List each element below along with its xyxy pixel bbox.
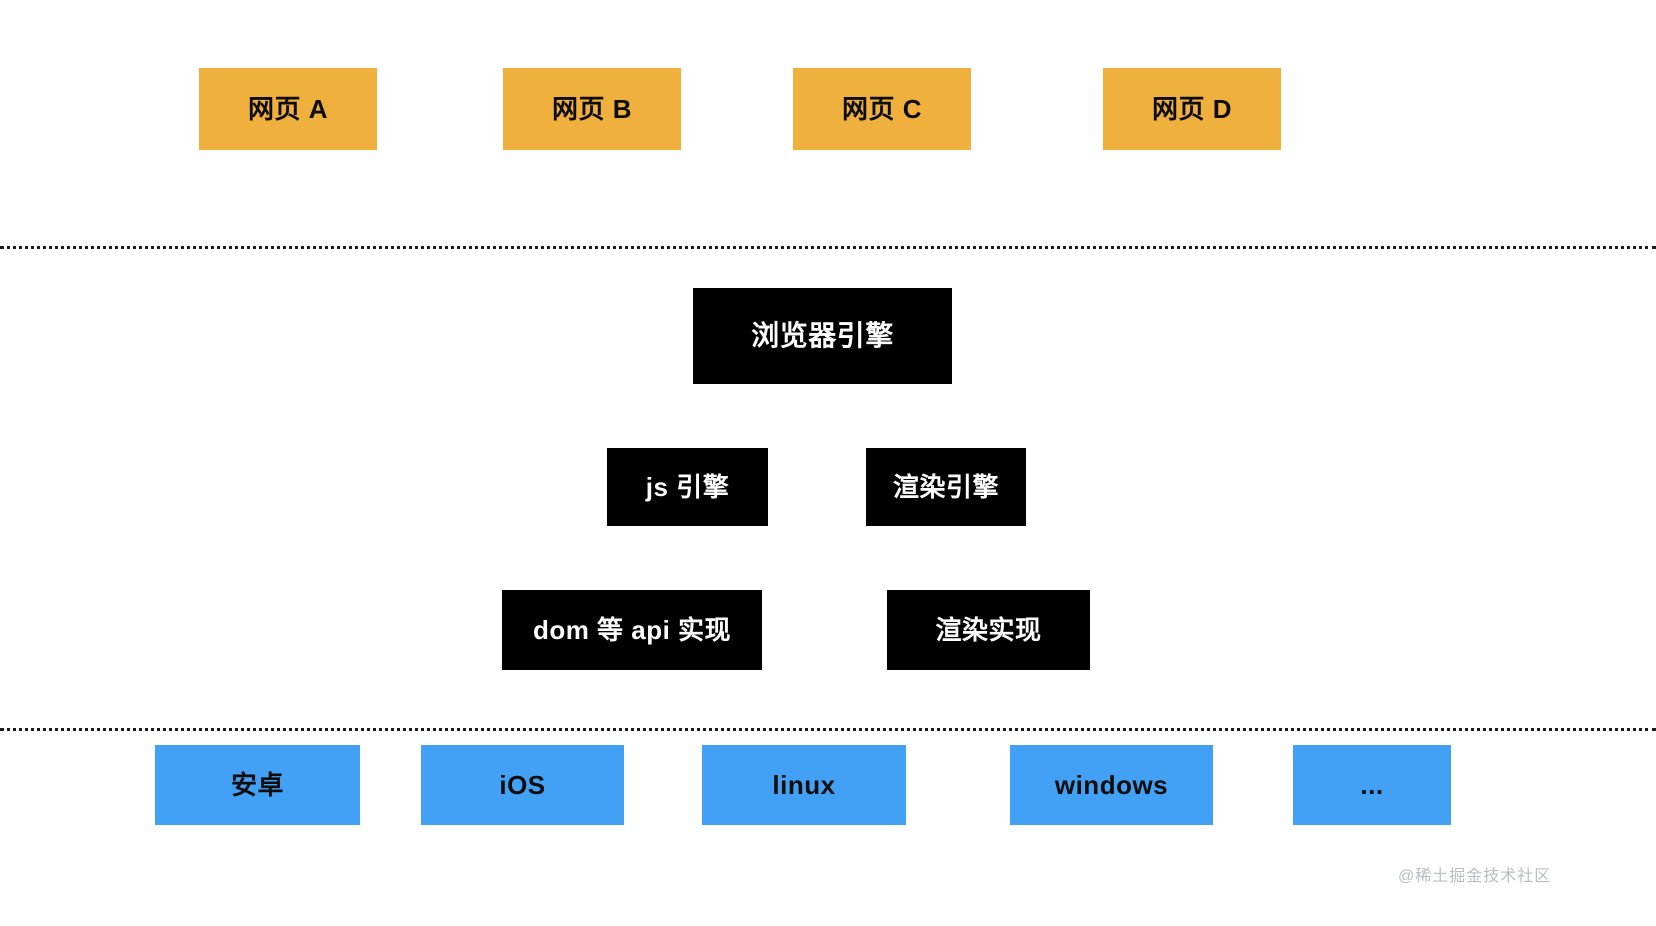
watermark: @稀土掘金技术社区	[1398, 868, 1552, 885]
node-os-linux: linux	[702, 745, 906, 825]
node-browser-engine: 浏览器引擎	[693, 288, 952, 384]
node-js-engine: js 引擎	[607, 448, 768, 526]
node-web-b: 网页 B	[503, 68, 681, 150]
node-render-impl: 渲染实现	[887, 590, 1090, 670]
node-web-a: 网页 A	[199, 68, 377, 150]
divider-bottom	[0, 728, 1656, 731]
node-dom-api-impl: dom 等 api 实现	[502, 590, 762, 670]
node-os-windows: windows	[1010, 745, 1213, 825]
node-os-android: 安卓	[155, 745, 360, 825]
node-render-engine: 渲染引擎	[866, 448, 1026, 526]
node-web-c: 网页 C	[793, 68, 971, 150]
node-os-ios: iOS	[421, 745, 624, 825]
node-os-more: ...	[1293, 745, 1451, 825]
divider-top	[0, 246, 1656, 249]
node-web-d: 网页 D	[1103, 68, 1281, 150]
